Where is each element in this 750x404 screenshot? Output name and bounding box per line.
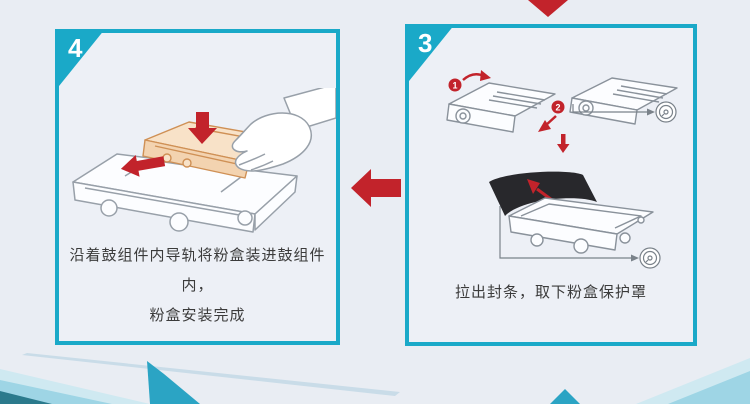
red-down-arrow-icon	[557, 134, 570, 153]
svg-text:2: 2	[555, 103, 560, 113]
callout-1-marker: 1	[448, 70, 491, 92]
red-down-arrow-icon	[188, 112, 217, 144]
step-caption: 沿着鼓组件内导轨将粉盒装进鼓组件内， 粉盒安装完成	[59, 241, 336, 331]
streak-line	[22, 353, 400, 396]
red-left-arrow-icon	[351, 169, 401, 207]
pull-seal-illustration: 1 2	[446, 70, 678, 133]
svg-text:1: 1	[452, 81, 457, 91]
magnifier-detail-icon	[499, 206, 661, 269]
red-down-arrow-top-icon	[528, 0, 568, 17]
caption-line-2: 粉盒安装完成	[149, 307, 246, 324]
caption-line-1: 拉出封条，取下粉盒保护罩	[454, 284, 647, 301]
remove-cover-illustration	[489, 171, 661, 269]
teal-sail-shape	[147, 361, 200, 404]
red-left-arrow-icon	[120, 155, 166, 177]
bottom-right-wedge-mid	[668, 371, 750, 404]
caption-line-1: 沿着鼓组件内导轨将粉盒装进鼓组件内，	[69, 247, 326, 294]
step-caption: 拉出封条，取下粉盒保护罩	[409, 282, 693, 304]
small-up-triangle	[550, 389, 580, 404]
step-number: 4	[68, 33, 83, 63]
drum-unit-illustration	[508, 197, 654, 254]
hand-illustration	[231, 88, 336, 172]
bottom-left-corner-dark	[0, 391, 52, 404]
panel-step-4: 4	[55, 29, 340, 345]
panel-step-3: 3 1	[405, 24, 697, 346]
step-number: 3	[418, 28, 433, 58]
magnifier-detail-icon	[572, 101, 677, 123]
install-cartridge-illustration	[72, 88, 336, 233]
toner-cartridge-illustration	[569, 77, 678, 125]
callout-2-marker: 2	[538, 100, 565, 132]
toner-cartridge-illustration	[446, 82, 556, 133]
